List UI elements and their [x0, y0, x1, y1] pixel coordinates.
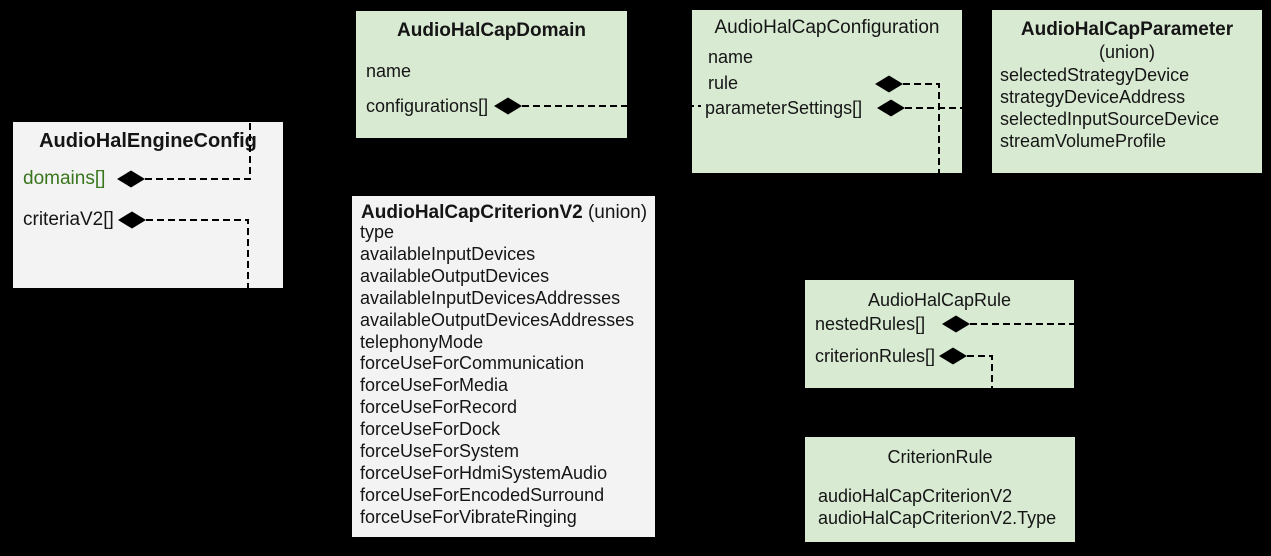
class-box-audio-hal-cap-domain: AudioHalCapDomain name configurations[]: [356, 11, 627, 138]
class-box-audio-hal-cap-configuration: AudioHalCapConfiguration name rule param…: [692, 10, 962, 173]
field: forceUseForRecord: [360, 397, 518, 418]
class-title-union: (union): [582, 202, 648, 223]
field-criteriaV2: criteriaV2[]: [23, 209, 114, 230]
field-criterion-rules: criterionRules[]: [815, 346, 936, 366]
field: selectedInputSourceDevice: [1000, 109, 1220, 129]
field-name: name: [708, 47, 754, 67]
field: forceUseForCommunication: [360, 353, 585, 374]
field: forceUseForDock: [360, 419, 501, 440]
field: forceUseForVibrateRinging: [360, 506, 577, 527]
field-parameter-settings: parameterSettings[]: [705, 98, 863, 118]
class-subtitle-union: (union): [1098, 42, 1156, 62]
class-title: AudioHalCapParameter: [1020, 19, 1234, 40]
class-title: CriterionRule: [887, 447, 993, 467]
field: forceUseForEncodedSurround: [360, 484, 605, 505]
class-box-audio-hal-cap-parameter: AudioHalCapParameter (union) selectedStr…: [992, 10, 1262, 173]
class-title: AudioHalCapDomain: [397, 20, 586, 41]
field-name: name: [366, 61, 412, 81]
field: forceUseForHdmiSystemAudio: [360, 462, 608, 483]
class-title: AudioHalCapCriterionV2 (union): [361, 202, 647, 224]
field-configurations: configurations[]: [366, 96, 489, 116]
class-box-audio-hal-engine-config: AudioHalEngineConfig domains[] criteriaV…: [13, 122, 283, 288]
field: telephonyMode: [360, 331, 484, 352]
field: audioHalCapCriterionV2.Type: [818, 508, 1057, 528]
field: availableOutputDevices: [360, 265, 550, 286]
field: availableInputDevices: [360, 243, 536, 264]
field: forceUseForMedia: [360, 375, 509, 396]
field-rule: rule: [708, 73, 739, 93]
field: streamVolumeProfile: [1000, 131, 1167, 151]
class-title: AudioHalEngineConfig: [39, 130, 257, 152]
field: availableOutputDevicesAddresses: [360, 309, 635, 330]
class-title-name: AudioHalCapCriterionV2: [361, 202, 583, 223]
field: strategyDeviceAddress: [1000, 87, 1186, 107]
field-nested-rules: nestedRules[]: [815, 314, 926, 334]
class-title: AudioHalCapConfiguration: [714, 17, 940, 38]
field: audioHalCapCriterionV2: [818, 486, 1013, 506]
field-domains: domains[]: [23, 168, 106, 189]
field: forceUseForSystem: [360, 441, 520, 462]
field: selectedStrategyDevice: [1000, 65, 1190, 85]
class-title: AudioHalCapRule: [867, 290, 1012, 310]
class-box-audio-hal-cap-rule: AudioHalCapRule nestedRules[] criterionR…: [805, 280, 1074, 388]
field: availableInputDevicesAddresses: [360, 287, 621, 308]
field: type: [360, 222, 395, 242]
